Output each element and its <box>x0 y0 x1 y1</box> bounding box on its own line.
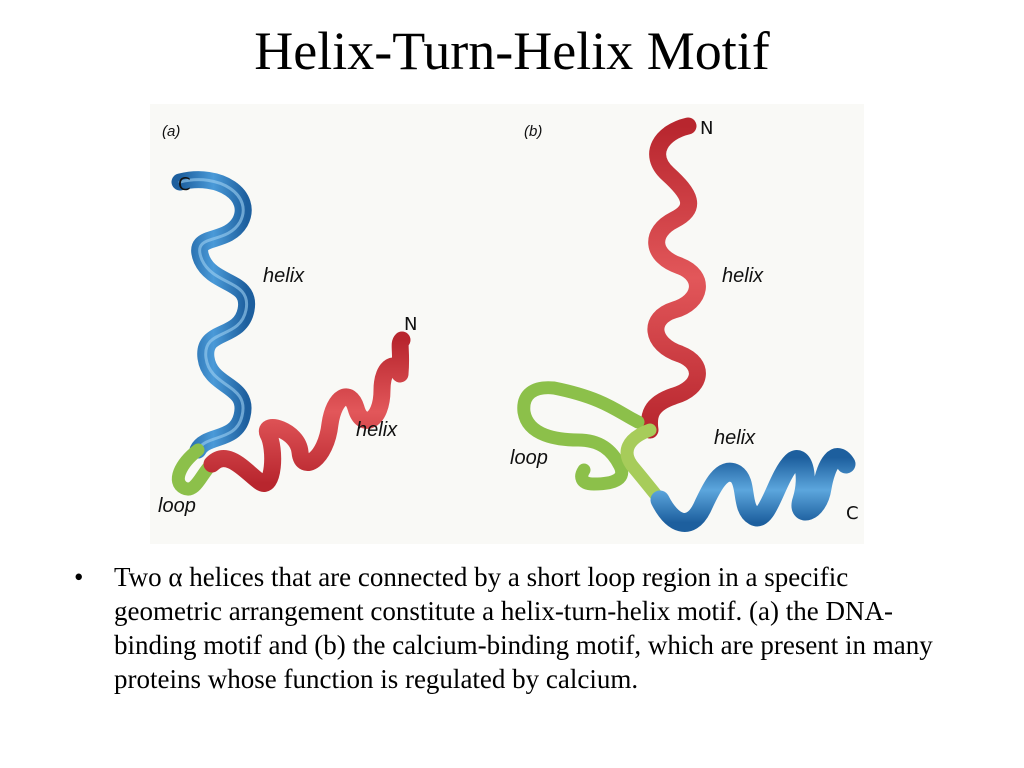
panel-b-n-terminus: N <box>700 118 713 139</box>
panel-b-tag: (b) <box>524 123 542 140</box>
panel-b-upper-helix-label: helix <box>722 265 764 287</box>
panel-a-upper-helix-label: helix <box>263 265 305 287</box>
panel-b-lower-helix-label: helix <box>714 427 756 449</box>
panel-a-c-terminus: C <box>178 174 191 195</box>
panel-a-blue-helix <box>171 171 256 459</box>
figure-svg: (a) C N helix helix loop (b) <box>158 117 859 532</box>
panel-a-tag: (a) <box>162 123 180 140</box>
panel-a-lower-helix-label: helix <box>356 419 398 441</box>
panel-b-blue-helix <box>650 448 856 532</box>
slide-title: Helix-Turn-Helix Motif <box>254 21 770 81</box>
bullet-marker: • <box>74 562 84 592</box>
panel-a-loop-label: loop <box>158 495 196 517</box>
panel-a: (a) C N helix helix loop <box>158 123 417 517</box>
panel-b-loop <box>517 381 667 507</box>
panel-b-c-terminus: C <box>846 503 859 524</box>
panel-a-red-helix <box>203 331 411 492</box>
panel-b-red-helix <box>640 117 706 439</box>
panel-b: (b) N C helix helix loop <box>510 117 859 532</box>
panel-b-loop-label: loop <box>510 447 548 469</box>
bullet-text: Two α helices that are connected by a sh… <box>114 562 933 694</box>
panel-a-n-terminus: N <box>404 314 417 335</box>
helix-turn-helix-figure: (a) C N helix helix loop (b) <box>150 104 864 544</box>
panel-a-loop <box>171 443 219 496</box>
